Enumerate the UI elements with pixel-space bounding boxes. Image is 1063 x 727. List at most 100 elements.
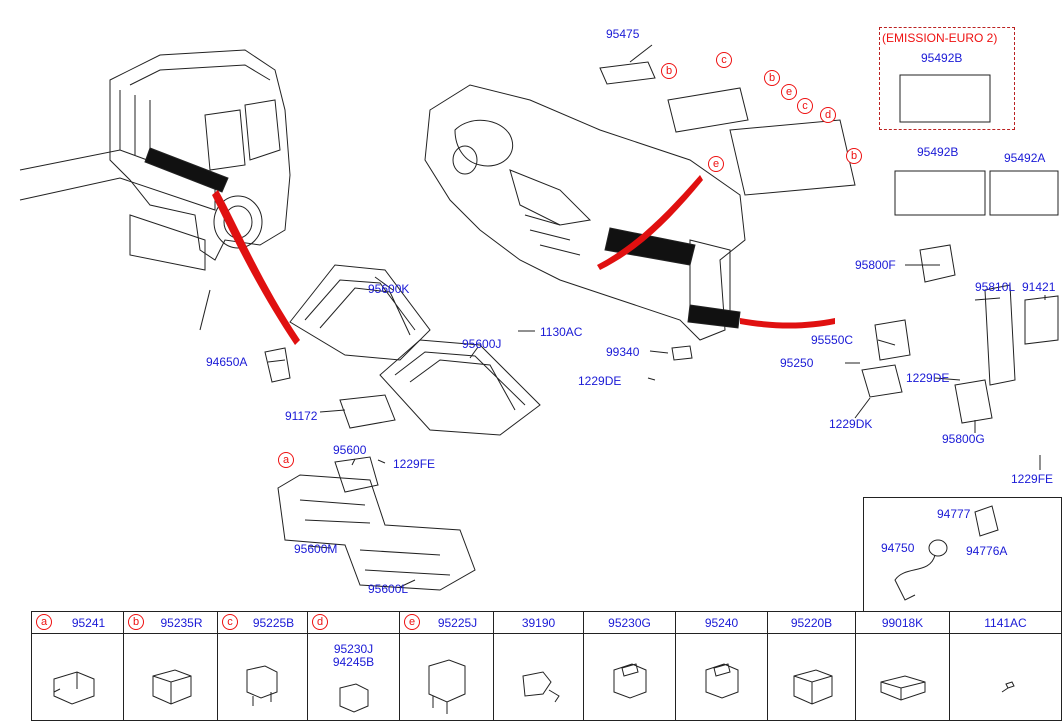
label-1229DE-b[interactable]: 1229DE xyxy=(906,371,950,385)
table-cell-95240: 95240 xyxy=(676,612,768,720)
part-number-94245B[interactable]: 94245B xyxy=(332,655,375,669)
switch-95250 xyxy=(861,364,903,398)
harness-upper-k xyxy=(289,264,431,361)
part-number-39190[interactable]: 39190 xyxy=(521,616,556,630)
sensor-94650a xyxy=(264,347,291,383)
part-number-99018K[interactable]: 99018K xyxy=(881,616,924,630)
location-arrows xyxy=(212,175,835,345)
callout-b: b xyxy=(846,148,862,164)
relay-cube-icon xyxy=(152,669,192,705)
label-91172[interactable]: 91172 xyxy=(285,409,318,423)
harness-lower xyxy=(277,474,476,591)
label-94776A[interactable]: 94776A xyxy=(966,544,1008,558)
relay-socket-icon xyxy=(705,663,739,699)
truck-location-mark xyxy=(144,147,229,193)
label-91421[interactable]: 91421 xyxy=(1022,280,1056,294)
table-cell-header xyxy=(308,612,399,634)
callout-c: c xyxy=(716,52,732,68)
cover-91172 xyxy=(339,394,396,429)
module-95600 xyxy=(334,456,379,493)
part-number-95240[interactable]: 95240 xyxy=(704,616,739,630)
table-cell-95241: a 95241 xyxy=(32,612,124,720)
callout-b: b xyxy=(764,70,780,86)
label-95600L[interactable]: 95600L xyxy=(368,582,409,596)
relay-cube-icon xyxy=(793,669,833,705)
table-cell-header xyxy=(218,612,307,634)
table-cell-header xyxy=(768,612,855,634)
relay-5pin-icon xyxy=(53,671,95,705)
label-95550C[interactable]: 95550C xyxy=(811,333,854,347)
part-99340 xyxy=(671,345,693,361)
part-number-95225B[interactable]: 95225B xyxy=(252,616,295,630)
dashboard-drawing xyxy=(424,84,746,341)
sensor-bracket-icon xyxy=(522,671,560,703)
label-1229FE-b[interactable]: 1229FE xyxy=(1011,472,1054,486)
callout-d: d xyxy=(312,614,328,630)
label-95475 xyxy=(599,61,656,85)
table-cell-95235R: b 95235R xyxy=(124,612,218,720)
label-1229FE-a[interactable]: 1229FE xyxy=(393,457,436,471)
emission-euro2-box: (EMISSION-EURO 2) 95492B xyxy=(879,27,1015,130)
table-cell-header xyxy=(584,612,675,634)
part-number-95230J[interactable]: 95230J xyxy=(333,642,374,656)
table-cell-header xyxy=(856,612,949,634)
relay-micro-icon xyxy=(339,683,369,713)
table-cell-header xyxy=(400,612,493,634)
table-cell-header xyxy=(950,612,1061,634)
label-1130AC[interactable]: 1130AC xyxy=(540,325,583,339)
relay-socket-icon xyxy=(613,663,647,699)
label-95600[interactable]: 95600 xyxy=(333,443,367,457)
relay-mini-icon xyxy=(246,665,278,706)
callout-b: b xyxy=(661,63,677,79)
label-1229DK[interactable]: 1229DK xyxy=(829,417,873,431)
part-number-95225J[interactable]: 95225J xyxy=(437,616,478,630)
table-cell-39190: 39190 xyxy=(494,612,584,720)
label-95492b xyxy=(894,170,986,216)
kit-detail-box xyxy=(863,497,1062,611)
module-95800f xyxy=(919,244,956,283)
label-95600K[interactable]: 95600K xyxy=(368,282,410,296)
truck-cab-drawing xyxy=(19,49,291,331)
part-number-95230G[interactable]: 95230G xyxy=(608,616,651,630)
label-95800F[interactable]: 95800F xyxy=(855,258,896,272)
label-95492B-euro[interactable]: 95492B xyxy=(921,51,963,65)
label-95250[interactable]: 95250 xyxy=(780,356,814,370)
label-94750[interactable]: 94750 xyxy=(881,541,915,555)
module-box-icon xyxy=(880,675,926,701)
callout-b: b xyxy=(128,614,144,630)
part-number-95220B[interactable]: 95220B xyxy=(790,616,833,630)
table-cell-header xyxy=(124,612,217,634)
part-number-95235R[interactable]: 95235R xyxy=(160,616,203,630)
label-95492A[interactable]: 95492A xyxy=(1004,151,1046,165)
label-group xyxy=(729,119,856,196)
part-number-1141AC[interactable]: 1141AC xyxy=(984,616,1027,630)
screw-icon xyxy=(1001,681,1015,693)
label-95800G[interactable]: 95800G xyxy=(942,432,985,446)
label-95475[interactable]: 95475 xyxy=(606,27,640,41)
label-94650A[interactable]: 94650A xyxy=(206,355,248,369)
bracket-95810l xyxy=(984,284,1016,386)
table-cell-99018K: 99018K xyxy=(856,612,950,720)
label-95600J[interactable]: 95600J xyxy=(462,337,502,351)
label-95492B[interactable]: 95492B xyxy=(917,145,959,159)
table-cell-header xyxy=(676,612,767,634)
label-95810L[interactable]: 95810L xyxy=(975,280,1016,294)
module-95800g xyxy=(954,379,993,424)
label-91421 xyxy=(1024,295,1059,345)
callout-a: a xyxy=(278,452,294,468)
label-94777[interactable]: 94777 xyxy=(937,507,971,521)
label-1229DE-a[interactable]: 1229DE xyxy=(578,374,622,388)
harness-upper-j xyxy=(379,339,541,436)
emission-title: (EMISSION-EURO 2) xyxy=(882,31,998,45)
label-95600M[interactable]: 95600M xyxy=(294,542,338,556)
table-cell-header xyxy=(494,612,583,634)
callout-a: a xyxy=(36,614,52,630)
label-sheet xyxy=(667,87,749,133)
label-99340[interactable]: 99340 xyxy=(606,345,640,359)
part-number-95241[interactable]: 95241 xyxy=(71,616,106,630)
